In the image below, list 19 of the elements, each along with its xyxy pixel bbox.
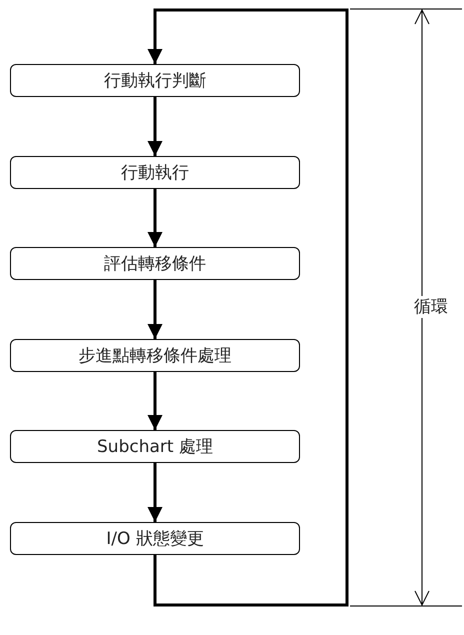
- dimension-label: 循環: [413, 296, 449, 318]
- arrow: [148, 280, 162, 339]
- step-text: 步進點轉移條件處理: [78, 345, 232, 367]
- arrow: [148, 372, 162, 430]
- process-box: [10, 64, 300, 97]
- process-box: [10, 247, 300, 280]
- arrow: [148, 463, 162, 522]
- step-text: I/O 狀態變更: [106, 528, 204, 550]
- step-text: 評估轉移條件: [104, 253, 206, 275]
- loop-arrow: [148, 8, 348, 606]
- process-box: [10, 430, 300, 463]
- arrow: [148, 97, 162, 156]
- process-box: [10, 156, 300, 189]
- step-text: Subchart 處理: [97, 436, 213, 458]
- process-box: [10, 339, 300, 372]
- step-text: 行動執行判斷: [104, 70, 206, 92]
- step-text: 行動執行: [121, 162, 189, 184]
- arrow: [148, 189, 162, 247]
- process-box: [10, 522, 300, 555]
